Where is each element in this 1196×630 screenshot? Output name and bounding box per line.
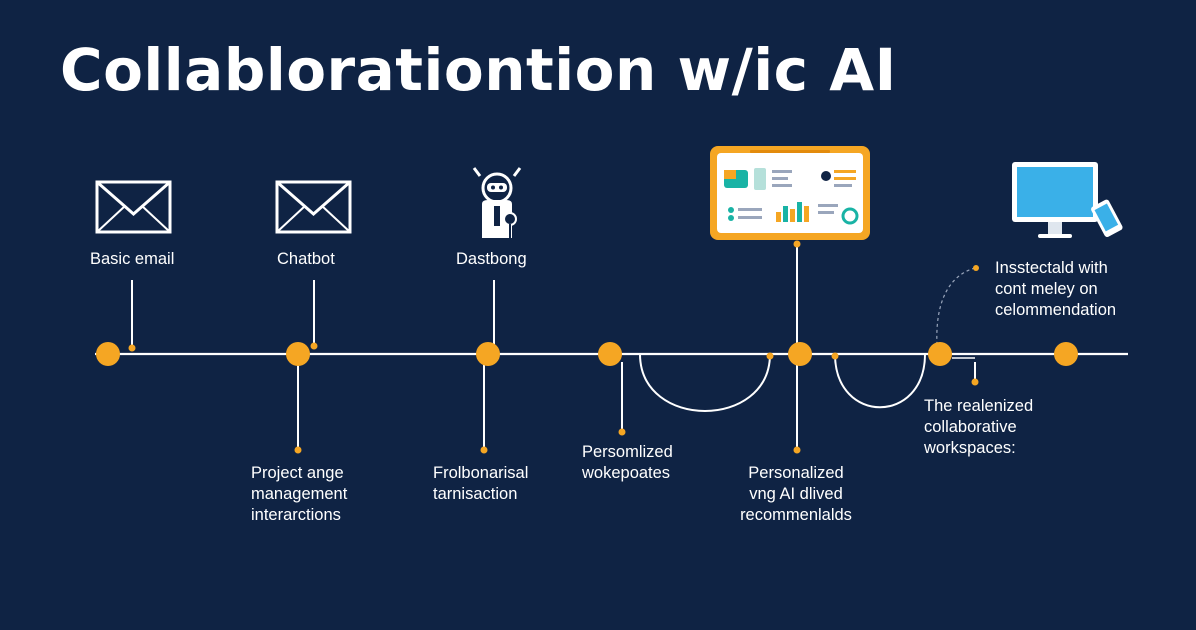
dashed-connector xyxy=(936,267,976,346)
stem-dot xyxy=(971,378,979,386)
stem-dot xyxy=(793,446,801,454)
stem-dot xyxy=(310,342,318,350)
connector-arc xyxy=(639,353,771,412)
stem-dot xyxy=(128,344,136,352)
timeline-node xyxy=(286,342,310,366)
stem-dot xyxy=(766,352,774,360)
top-label-dashboard: Dastbong xyxy=(456,250,527,268)
connector-arc xyxy=(834,353,926,409)
label-line: Persomlized xyxy=(582,443,673,461)
stem-dot xyxy=(831,352,839,360)
label-line: collaborative xyxy=(924,418,1017,436)
label-line: tarnisaction xyxy=(433,485,518,503)
top-label-recommendation: Insstectald with cont meley on celommend… xyxy=(995,258,1116,321)
page-title: Collablorationtion w/ic AI xyxy=(60,36,897,104)
timeline-node xyxy=(476,342,500,366)
timeline-node xyxy=(598,342,622,366)
stem-dot xyxy=(793,240,801,248)
top-label-chatbot: Chatbot xyxy=(277,250,335,268)
label-line: vng AI dlived xyxy=(749,485,843,503)
top-label-basic-email: Basic email xyxy=(90,250,175,268)
label-line: The realenized xyxy=(924,397,1034,415)
envelope-icon xyxy=(275,180,352,234)
label-line: Insstectald with xyxy=(995,259,1108,277)
bottom-label-transaction: Frolbonarisal tarnisaction xyxy=(433,463,528,505)
robot-icon xyxy=(472,167,522,238)
stem-dot xyxy=(294,446,302,454)
envelope-icon xyxy=(95,180,172,234)
label-line: management xyxy=(251,485,348,503)
timeline-node xyxy=(96,342,120,366)
timeline-node xyxy=(1054,342,1078,366)
label-line: cont meley on xyxy=(995,280,1098,298)
stem-dot xyxy=(618,428,626,436)
label-line: Project ange xyxy=(251,464,344,482)
label-line: wokepoates xyxy=(582,464,671,482)
timeline-node xyxy=(928,342,952,366)
label-line: Frolbonarisal xyxy=(433,464,529,482)
bottom-label-ai-recommendations: Personalized vng AI dlived recommenlalds xyxy=(740,463,852,526)
timeline-node xyxy=(788,342,812,366)
connector-dot xyxy=(973,265,979,271)
label-line: workspaces: xyxy=(924,439,1016,457)
bottom-label-collaborative-workspaces: The realenized collaborative workspaces: xyxy=(924,396,1033,459)
label-line: recommenlalds xyxy=(740,506,852,524)
bottom-label-personalized-workspaces: Persomlized wokepoates xyxy=(582,442,673,484)
dashboard-icon xyxy=(710,146,870,240)
stem-dot xyxy=(480,446,488,454)
label-line: interarctions xyxy=(251,506,341,524)
label-line: Personalized xyxy=(748,464,844,482)
bottom-label-project-management: Project ange management interarctions xyxy=(251,463,347,526)
monitor-icon xyxy=(1012,162,1123,238)
label-line: celommendation xyxy=(995,301,1117,319)
